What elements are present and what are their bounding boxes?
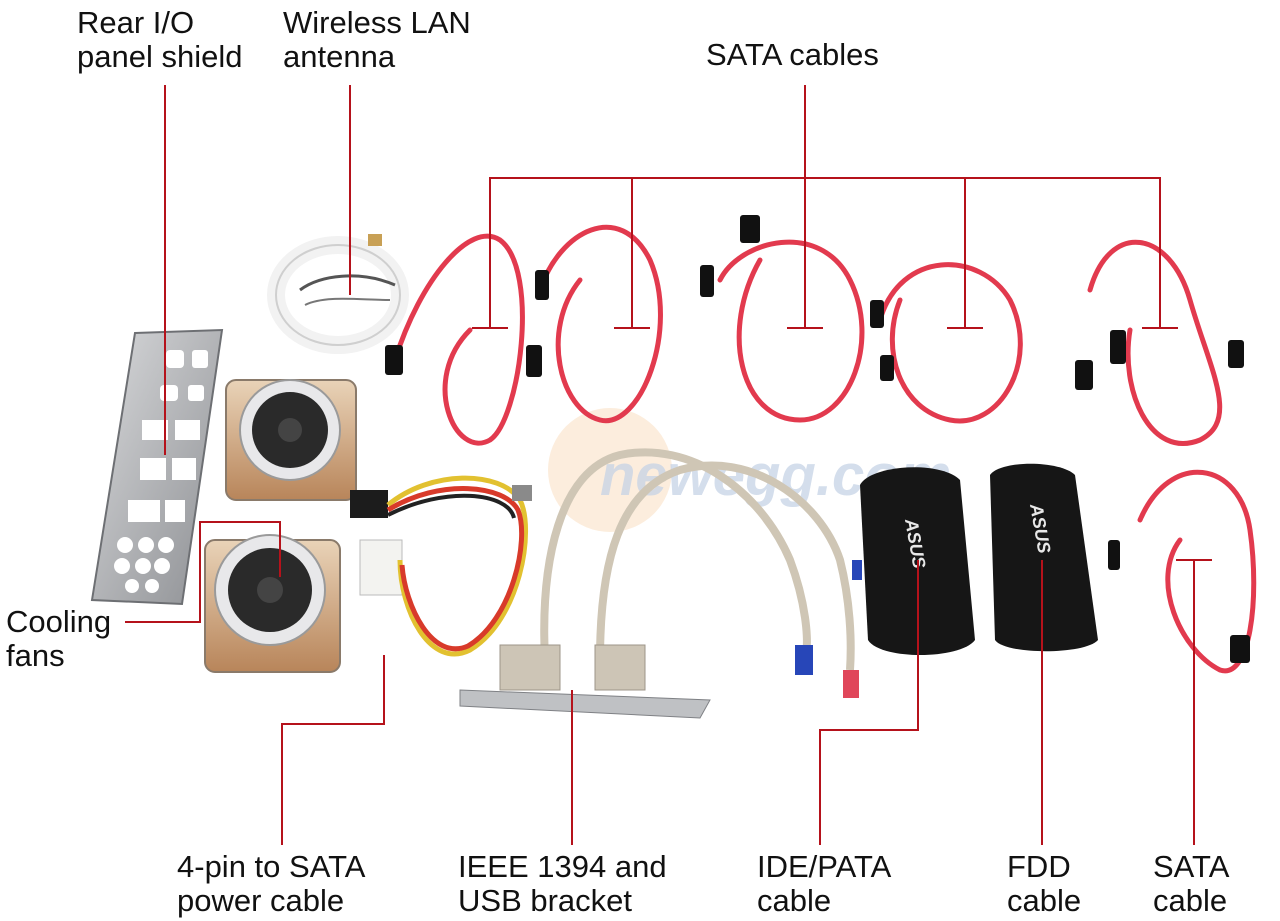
sata-cable-group [392,224,1257,674]
ide-ribbon-cable: ASUS [852,467,975,655]
ieee-bracket-label: IEEE 1394 and USB bracket [458,849,667,918]
wireless-antenna-coil [267,234,409,354]
cooling-fan-bottom [204,534,341,673]
cooling-fans-label: Cooling fans [6,604,112,673]
fdd-ribbon-cable: ASUS [990,463,1098,652]
power-cable [350,475,532,657]
ide-pata-label: IDE/PATA cable [757,849,892,918]
rear-io-shield [90,328,224,606]
ieee1394-usb-bracket [459,448,859,719]
sata-cable-label: SATA cable [1153,849,1230,918]
leader-lines [125,85,1212,845]
cooling-fan-top [225,379,357,501]
power-cable-label: 4-pin to SATA power cable [177,849,366,918]
sata-cables-label: SATA cables [706,37,879,72]
fdd-label: FDD cable [1007,849,1082,918]
rear-io-shield-label: Rear I/O panel shield [77,5,243,74]
sata-connectors [385,215,1250,663]
wireless-lan-label: Wireless LAN antenna [283,5,471,74]
